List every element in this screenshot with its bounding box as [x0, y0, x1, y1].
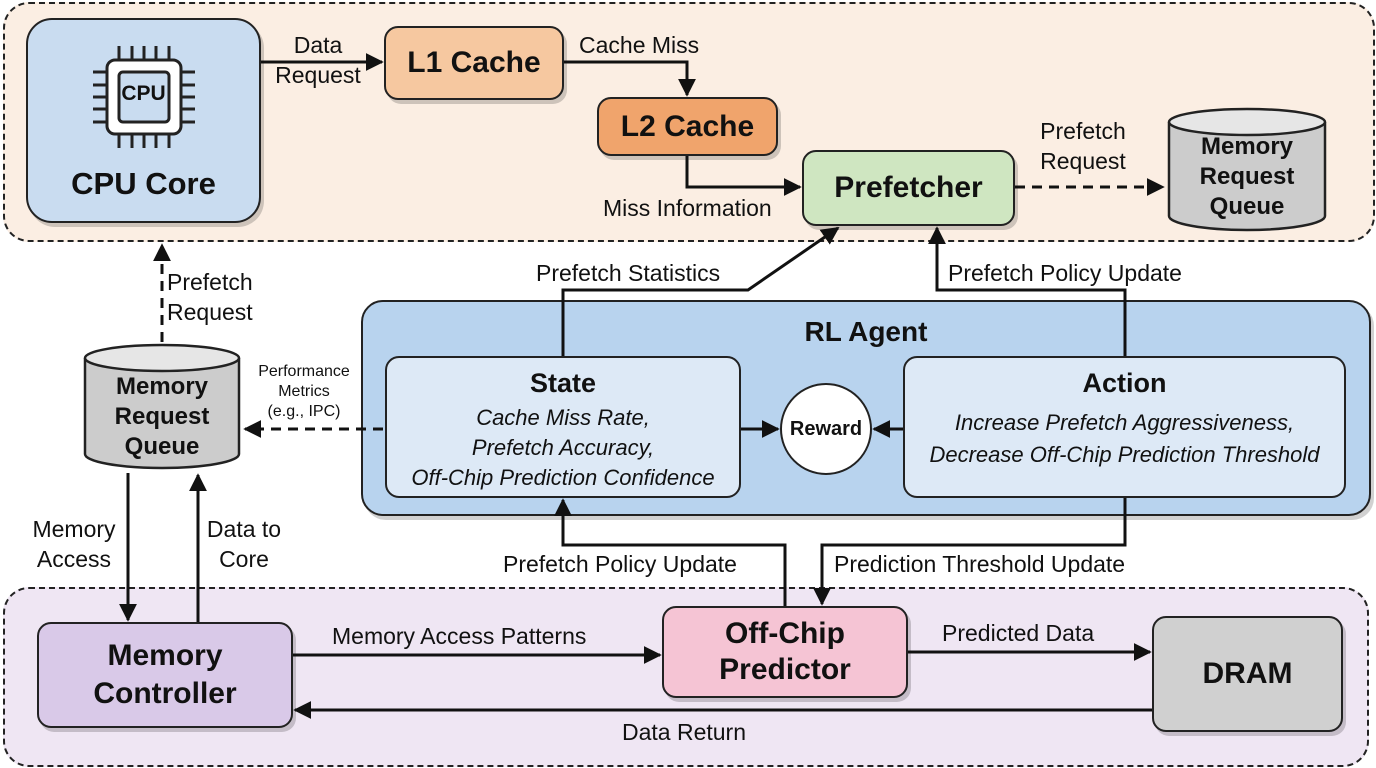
label-cache-miss: Cache Miss: [579, 32, 700, 58]
label-data-return: Data Return: [622, 719, 747, 745]
label-data-request: Data Request: [268, 30, 368, 90]
l1-cache-title: L1 Cache: [407, 46, 541, 79]
label-data-to-core: Data to Core: [198, 514, 290, 574]
arrow-prefetch-policy-update-top: [928, 226, 1127, 356]
arrow-prediction-threshold-update: [813, 498, 1127, 606]
queue-top-line3: Queue: [1209, 193, 1285, 220]
action-title: Action: [1082, 368, 1167, 398]
label-data-request-line2: Request: [275, 62, 361, 88]
label-prefetch-request-left-line1: Prefetch: [167, 269, 253, 295]
off-chip-predictor-line2: Predictor: [719, 653, 851, 686]
arrow-prefetch-statistics: [561, 226, 840, 356]
state-item-prefetch-accuracy: Prefetch Accuracy,: [471, 435, 655, 460]
memory-request-queue-left: Memory Request Queue: [82, 342, 242, 472]
label-prefetch-policy-update-bottom: Prefetch Policy Update: [503, 551, 737, 577]
state-item-cache-miss-rate: Cache Miss Rate,: [476, 405, 650, 430]
dram-box: DRAM: [1152, 616, 1343, 732]
cpu-chip-label: CPU: [121, 82, 166, 105]
label-performance-metrics: Performance Metrics (e.g., IPC): [246, 362, 362, 422]
rl-agent-title: RL Agent: [804, 316, 928, 347]
label-prefetch-request-top: Prefetch Request: [1030, 116, 1136, 176]
label-prefetch-request-left-line2: Request: [167, 299, 253, 325]
arrow-cache-miss: [564, 60, 696, 97]
reward-node: Reward: [780, 383, 872, 475]
queue-left-line2: Request: [114, 403, 210, 430]
off-chip-predictor-line1: Off-Chip: [725, 617, 845, 650]
label-miss-information: Miss Information: [603, 195, 772, 221]
label-prediction-threshold-update: Prediction Threshold Update: [834, 551, 1126, 577]
label-memory-access-line2: Access: [36, 546, 112, 572]
memory-controller-box: Memory Controller: [37, 622, 293, 728]
label-predicted-data: Predicted Data: [942, 620, 1095, 646]
reward-label: Reward: [789, 417, 863, 440]
state-box: State Cache Miss Rate, Prefetch Accuracy…: [385, 356, 741, 498]
memory-request-queue-top: Memory Request Queue: [1166, 106, 1328, 234]
prefetcher-title: Prefetcher: [834, 171, 983, 204]
label-prefetch-statistics: Prefetch Statistics: [536, 260, 721, 286]
arrow-miss-information: [685, 156, 802, 196]
dram-title: DRAM: [1202, 657, 1293, 690]
memory-controller-line1: Memory: [107, 639, 223, 672]
action-item-increase-aggressiveness: Increase Prefetch Aggressiveness,: [954, 410, 1295, 435]
cpu-core-title: CPU Core: [71, 166, 216, 201]
queue-top-line1: Memory: [1200, 133, 1294, 160]
label-prefetch-request-top-line1: Prefetch: [1040, 118, 1126, 144]
label-prefetch-request-top-line2: Request: [1040, 148, 1126, 174]
l2-cache-title: L2 Cache: [620, 109, 755, 143]
label-memory-access-line1: Memory: [32, 516, 116, 542]
label-performance-metrics-line3: (e.g., IPC): [267, 403, 341, 420]
label-data-request-line1: Data: [293, 32, 343, 58]
label-prefetch-policy-update-top: Prefetch Policy Update: [948, 260, 1182, 286]
off-chip-predictor-box: Off-Chip Predictor: [662, 606, 908, 698]
cpu-chip-icon: CPU: [89, 42, 199, 152]
label-prefetch-request-left: Prefetch Request: [167, 267, 253, 327]
label-data-to-core-line2: Core: [219, 546, 269, 572]
l1-cache-box: L1 Cache: [384, 26, 564, 100]
label-data-to-core-line1: Data to: [206, 516, 282, 542]
memory-controller-line2: Controller: [93, 677, 237, 710]
label-memory-access: Memory Access: [24, 514, 124, 574]
queue-left-line3: Queue: [124, 433, 200, 460]
label-performance-metrics-line1: Performance: [258, 363, 350, 380]
prefetcher-box: Prefetcher: [802, 150, 1015, 226]
cpu-core-box: CPU CPU Core: [26, 18, 261, 223]
l2-cache-box: L2 Cache: [597, 97, 778, 156]
arrow-prefetch-policy-update-bottom: [554, 498, 787, 606]
label-memory-access-patterns: Memory Access Patterns: [332, 623, 587, 649]
label-performance-metrics-line2: Metrics: [278, 383, 330, 400]
queue-left-line1: Memory: [115, 373, 209, 400]
state-title: State: [529, 368, 597, 398]
state-item-prediction-confidence: Off-Chip Prediction Confidence: [411, 465, 715, 490]
action-box: Action Increase Prefetch Aggressiveness,…: [903, 356, 1346, 498]
action-item-decrease-threshold: Decrease Off-Chip Prediction Threshold: [929, 442, 1320, 467]
queue-top-line2: Request: [1199, 163, 1295, 190]
